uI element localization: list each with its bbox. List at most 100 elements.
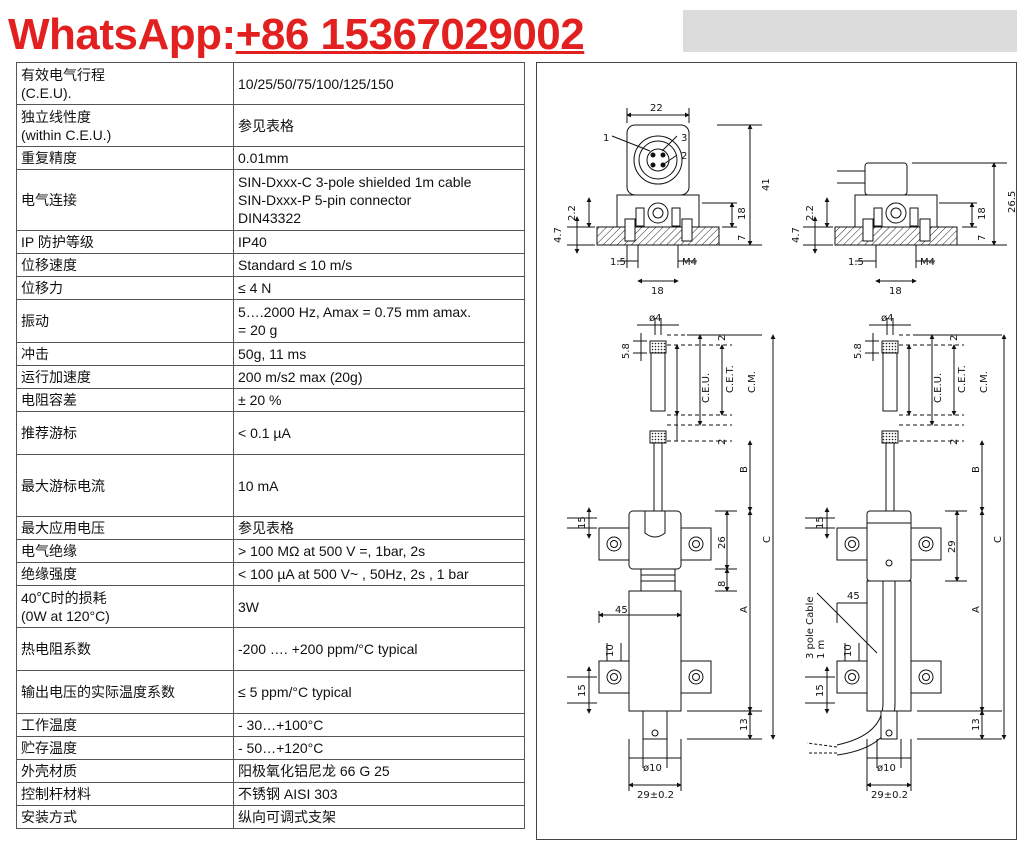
spec-row: 40℃时的损耗(0W at 120°C)3W: [16, 585, 525, 628]
tr-w18: 18: [889, 286, 902, 297]
spec-row: 外壳材质阳极氧化铝尼龙 66 G 25: [16, 759, 525, 783]
tl-pin2: 2: [681, 151, 687, 162]
mr-cable-label: 3 pole Cable1 m: [805, 596, 827, 659]
spec-label: 有效电气行程(C.E.U).: [16, 62, 234, 105]
ml-b: B: [739, 466, 750, 473]
spec-row: 绝缘强度< 100 µA at 500 V~ , 50Hz, 2s , 1 ba…: [16, 562, 525, 586]
spec-value: 5….2000 Hz, Amax = 0.75 mm amax.= 20 g: [233, 299, 525, 343]
tl-width: 22: [650, 103, 663, 114]
spec-row: 最大应用电压参见表格: [16, 516, 525, 540]
mr-15-bottom: 15: [815, 684, 826, 697]
tl-d47: 4.7: [553, 227, 564, 243]
tl-h18: 18: [737, 207, 748, 220]
mr-two-bottom: 2: [949, 439, 960, 445]
spec-value: -200 …. +200 ppm/°C typical: [233, 627, 525, 671]
mr-two-top: 2: [949, 335, 960, 341]
spec-label: 最大游标电流: [16, 454, 234, 517]
spec-value: 参见表格: [233, 104, 525, 147]
mr-10: 10: [843, 644, 854, 657]
spec-value: < 100 µA at 500 V~ , 50Hz, 2s , 1 bar: [233, 562, 525, 586]
mr-c: C: [993, 536, 1004, 543]
spec-label: 电阻容差: [16, 388, 234, 412]
spec-label: 运行加速度: [16, 365, 234, 389]
spec-value: 阳极氧化铝尼龙 66 G 25: [233, 759, 525, 783]
ml-two-bottom: 2: [717, 439, 728, 445]
spec-label: 热电阻系数: [16, 627, 234, 671]
whatsapp-prefix: WhatsApp:: [8, 10, 236, 59]
mr-45: 45: [847, 591, 860, 602]
spec-value: 纵向可调式支架: [233, 805, 525, 829]
ml-cm: C.M.: [747, 371, 758, 393]
tl-pin3: 3: [681, 133, 687, 144]
whatsapp-number[interactable]: +86 15367029002: [235, 10, 585, 59]
spec-value: IP40: [233, 230, 525, 254]
tl-pin1: 1: [603, 133, 609, 144]
ml-8: 8: [717, 581, 728, 587]
mr-tip: 5.8: [853, 343, 864, 359]
spec-label: 位移速度: [16, 253, 234, 277]
spec-value: 200 m/s2 max (20g): [233, 365, 525, 389]
spec-row: 电气绝缘> 100 MΩ at 500 V =, 1bar, 2s: [16, 539, 525, 563]
tl-w18: 18: [651, 286, 664, 297]
tr-h7: 7: [977, 235, 988, 241]
spec-value: 0.01mm: [233, 146, 525, 170]
ml-15-top: 15: [577, 516, 588, 529]
dimension-drawing-svg: 22 1 3 2 41 18 7 2.2 4.7 1.5 M4 18 26.5 …: [553, 103, 1016, 801]
ml-c: C: [762, 536, 773, 543]
main-right-view: [805, 318, 1007, 791]
mr-rod-dia: ø4: [881, 313, 893, 324]
spec-label: 绝缘强度: [16, 562, 234, 586]
spec-row: 独立线性度(within C.E.U.)参见表格: [16, 104, 525, 147]
mr-15-top: 15: [815, 516, 826, 529]
mr-29: 29: [947, 540, 958, 553]
mr-ceu: C.E.U.: [933, 373, 944, 403]
mr-13: 13: [971, 718, 982, 731]
spec-label: 电气绝缘: [16, 539, 234, 563]
spec-value: Standard ≤ 10 m/s: [233, 253, 525, 277]
spec-label: 工作温度: [16, 713, 234, 737]
spec-value: 参见表格: [233, 516, 525, 540]
mr-bottom-dia: ø10: [877, 763, 896, 774]
spec-value: 10/25/50/75/100/125/150: [233, 62, 525, 105]
ml-cet: C.E.T.: [725, 365, 736, 393]
ml-a: A: [739, 606, 750, 613]
mr-width-tol: 29±0.2: [871, 790, 908, 801]
spec-label: 安装方式: [16, 805, 234, 829]
ml-26: 26: [717, 536, 728, 549]
spec-label: 振动: [16, 299, 234, 343]
spec-row: 输出电压的实际温度系数≤ 5 ppm/°C typical: [16, 670, 525, 714]
spec-row: 电阻容差± 20 %: [16, 388, 525, 412]
tr-height: 26.5: [1007, 191, 1016, 213]
spec-value: ≤ 4 N: [233, 276, 525, 300]
ml-ceu: C.E.U.: [701, 373, 712, 403]
spec-row: 推荐游标 < 0.1 µA: [16, 411, 525, 455]
spec-value: - 50…+120°C: [233, 736, 525, 760]
spec-value: ± 20 %: [233, 388, 525, 412]
top-left-view: [567, 108, 762, 284]
spec-label: 位移力: [16, 276, 234, 300]
spec-value: < 0.1 µA: [233, 411, 525, 455]
drawing-labels: 22 1 3 2 41 18 7 2.2 4.7 1.5 M4 18 26.5 …: [553, 103, 1016, 801]
top-right-view: [803, 162, 1007, 284]
tr-m4: M4: [920, 257, 935, 268]
ml-bottom-dia: ø10: [643, 763, 662, 774]
ml-45: 45: [615, 605, 628, 616]
spec-row: 贮存温度- 50…+120°C: [16, 736, 525, 760]
tr-d47: 4.7: [791, 227, 802, 243]
spec-row: 控制杆材料不锈钢 AISI 303: [16, 782, 525, 806]
spec-value: > 100 MΩ at 500 V =, 1bar, 2s: [233, 539, 525, 563]
spec-label: 40℃时的损耗(0W at 120°C): [16, 585, 234, 628]
mr-b: B: [971, 466, 982, 473]
spec-row: 热电阻系数-200 …. +200 ppm/°C typical: [16, 627, 525, 671]
mr-cm: C.M.: [979, 371, 990, 393]
spec-label: 外壳材质: [16, 759, 234, 783]
mr-a: A: [971, 606, 982, 613]
dimension-drawing: 22 1 3 2 41 18 7 2.2 4.7 1.5 M4 18 26.5 …: [536, 62, 1017, 840]
spec-value: 不锈钢 AISI 303: [233, 782, 525, 806]
spec-label: 输出电压的实际温度系数: [16, 670, 234, 714]
